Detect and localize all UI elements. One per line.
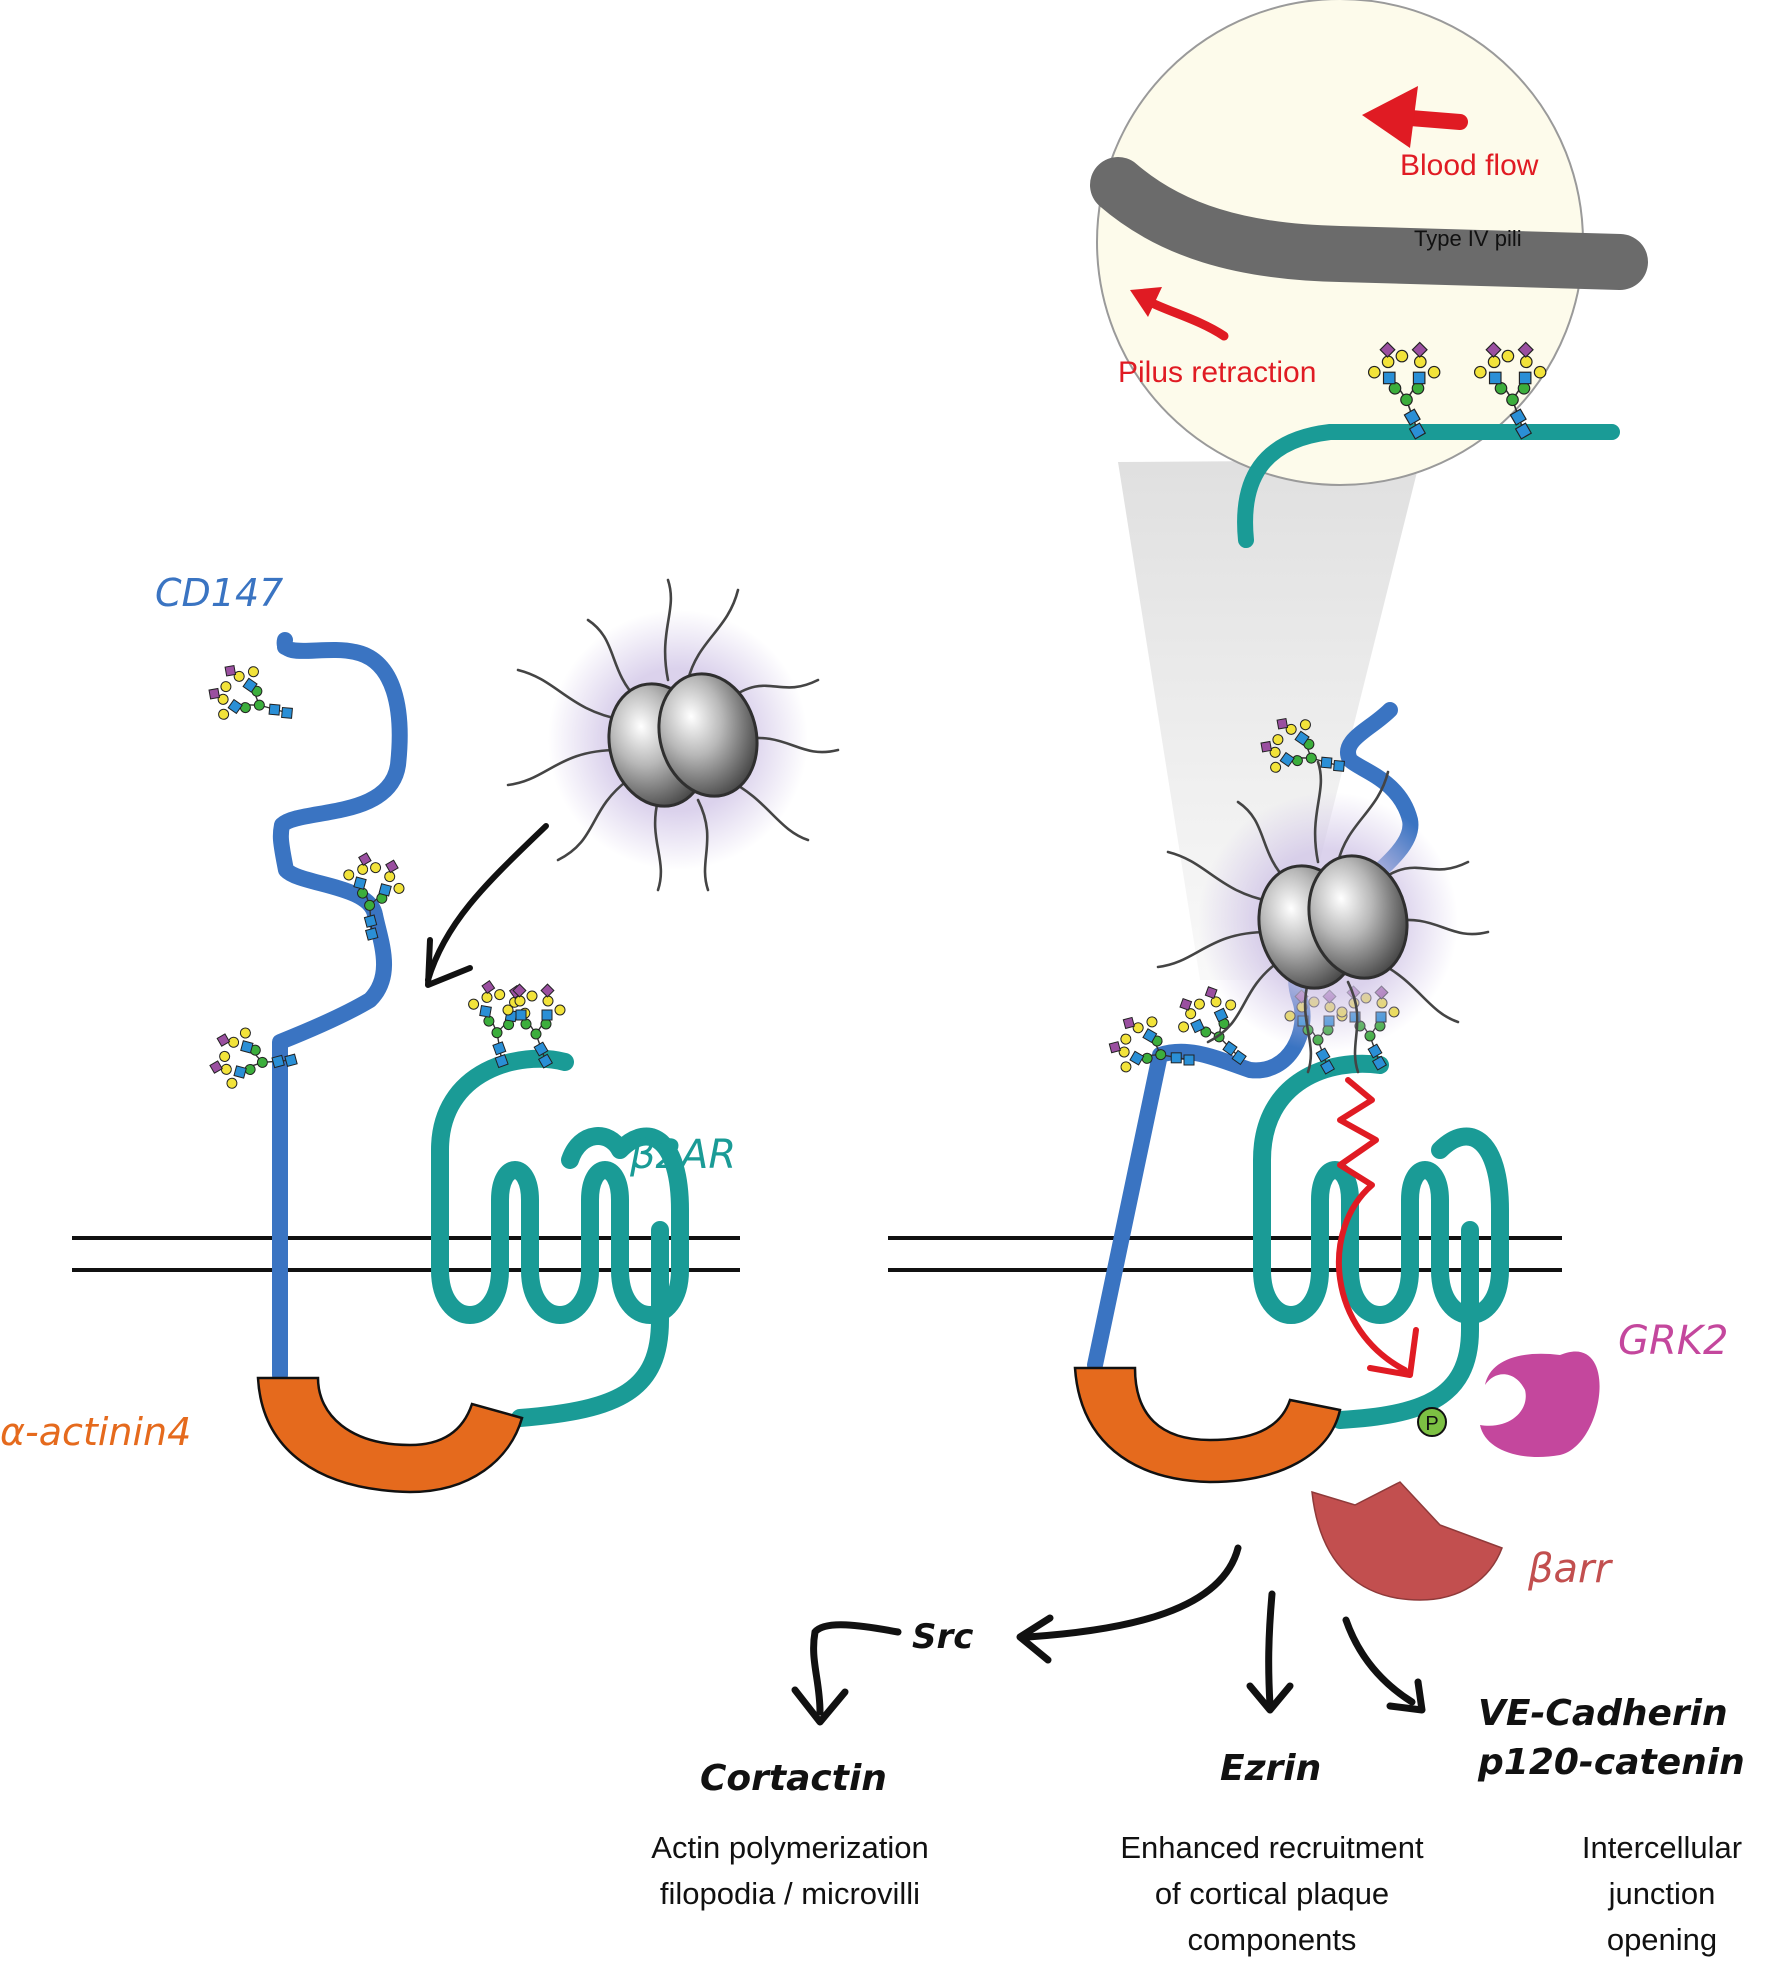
alpha-actinin4-right bbox=[1073, 1366, 1342, 1484]
grk2-label: GRK2 bbox=[1618, 1318, 1728, 1364]
cortactin-label: Cortactin bbox=[700, 1758, 887, 1799]
arrow-to-ezrin-head bbox=[1246, 1682, 1294, 1714]
type-iv-pilus bbox=[1090, 157, 1648, 290]
junction-outcome-line1: Intercellular bbox=[1582, 1830, 1742, 1865]
alpha-actinin4-label: α-actinin4 bbox=[0, 1410, 191, 1454]
right-panel: P GRK2 βarr Src Cortactin Ezrin VE-Cadhe… bbox=[651, 702, 1745, 1957]
alpha-actinin4-left bbox=[256, 1376, 524, 1494]
pilus-retraction-arrow bbox=[1145, 297, 1229, 341]
p120-catenin-label: p120-catenin bbox=[1477, 1742, 1745, 1783]
binding-arrow-left bbox=[425, 823, 549, 983]
zoom-b2ar-strand bbox=[1237, 424, 1620, 548]
type-iv-pili-label: Type IV pili bbox=[1414, 226, 1522, 251]
arrow-to-vecadherin-head bbox=[1386, 1678, 1426, 1714]
arrow-src-to-cortactin bbox=[810, 1621, 902, 1716]
arrow-to-src bbox=[1024, 1544, 1242, 1641]
cd147-label: CD147 bbox=[155, 571, 283, 615]
grk2-kinase bbox=[1480, 1351, 1600, 1457]
blood-flow-arrowhead bbox=[1362, 86, 1418, 148]
ezrin-label: Ezrin bbox=[1220, 1748, 1321, 1789]
cortactin-outcome-line1: Actin polymerization bbox=[651, 1830, 928, 1865]
b2ar-c-tail-left bbox=[511, 1221, 669, 1427]
arrow-src-to-cortactin-head bbox=[791, 1686, 849, 1726]
binding-arrowhead-left bbox=[425, 937, 473, 988]
junction-outcome-line2: junction bbox=[1608, 1876, 1716, 1911]
cd147-protein-left bbox=[272, 632, 408, 1383]
cortactin-outcome-line2: filopodia / microvilli bbox=[660, 1876, 920, 1911]
b2ar-label-left: β2AR bbox=[629, 1132, 736, 1178]
vecadherin-label: VE-Cadherin bbox=[1478, 1693, 1728, 1734]
cd147-glycan-top bbox=[198, 652, 305, 753]
signal-arrowhead bbox=[1367, 1327, 1419, 1378]
zoom-inset: Blood flow Type IV pili Pilus retraction bbox=[1090, 0, 1648, 980]
zoom-cone bbox=[1118, 460, 1420, 980]
meningococcus-free bbox=[506, 578, 840, 892]
arrow-to-vecadherin bbox=[1342, 1616, 1416, 1706]
phosphorylation-site bbox=[1417, 1407, 1447, 1437]
b2ar-protein-right bbox=[1253, 1054, 1509, 1324]
phosphorylation-label: P bbox=[1425, 1413, 1438, 1435]
ezrin-outcome-line3: components bbox=[1188, 1922, 1357, 1957]
arrow-to-src-head bbox=[1016, 1614, 1054, 1664]
ezrin-outcome-line2: of cortical plaque bbox=[1155, 1876, 1389, 1911]
b2ar-c-tail-right bbox=[1331, 1221, 1479, 1429]
ezrin-outcome-line1: Enhanced recruitment bbox=[1120, 1830, 1424, 1865]
src-label: Src bbox=[912, 1617, 973, 1657]
pilus-retraction-arrowhead bbox=[1130, 287, 1162, 317]
signal-arrow bbox=[1335, 1077, 1408, 1373]
beta-arrestin bbox=[1311, 1481, 1503, 1601]
junction-outcome-line3: opening bbox=[1607, 1922, 1717, 1957]
blood-flow-label: Blood flow bbox=[1400, 149, 1539, 182]
left-panel: CD147 β2AR α-actinin4 bbox=[0, 571, 840, 1494]
beta-arrestin-label: βarr bbox=[1527, 1546, 1613, 1592]
pilus-retraction-label: Pilus retraction bbox=[1118, 356, 1316, 389]
arrow-to-ezrin bbox=[1265, 1590, 1276, 1709]
b2ar-protein-left bbox=[431, 1049, 689, 1324]
